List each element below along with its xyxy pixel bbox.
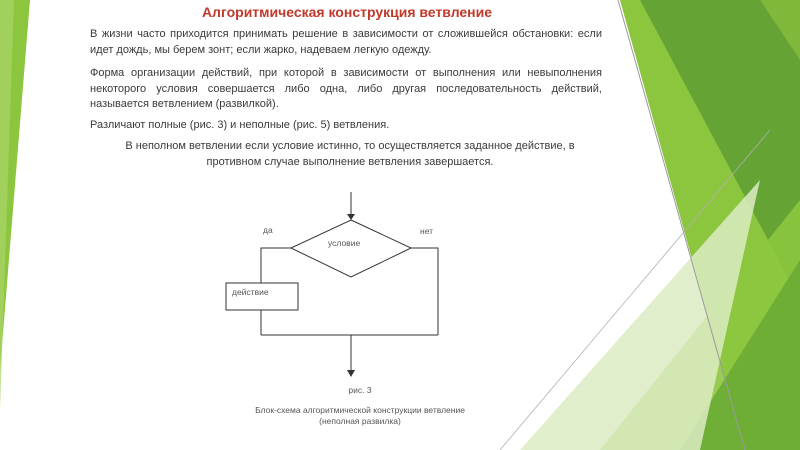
right-top-corner bbox=[760, 0, 800, 60]
flow-exit-arrow bbox=[347, 370, 355, 377]
paragraph-2: Форма организации действий, при которой … bbox=[90, 67, 602, 110]
left-green-strip bbox=[0, 0, 14, 410]
condition-diamond bbox=[289, 219, 413, 278]
caption-line-1: Блок-схема алгоритмической конструкции в… bbox=[255, 405, 465, 415]
slide-title: Алгоритмическая конструкция ветвление bbox=[201, 4, 493, 20]
flow-entry-arrow bbox=[347, 214, 355, 220]
no-label: нет bbox=[420, 226, 434, 236]
paragraph-3: Различают полные (рис. 3) и неполные (ри… bbox=[90, 119, 390, 131]
paragraph-4: В неполном ветвлении если условие истинн… bbox=[125, 140, 575, 168]
yes-branch-line bbox=[260, 247, 291, 283]
right-light-green-triangle bbox=[520, 180, 760, 450]
caption-line-2: (неполная развилка) bbox=[319, 416, 401, 426]
yes-label: да bbox=[263, 225, 273, 235]
right-thin-line bbox=[499, 129, 771, 450]
figure-number: рис. 3 bbox=[348, 385, 372, 395]
condition-label: условие bbox=[328, 238, 361, 248]
paragraph-1: В жизни часто приходится принимать решен… bbox=[90, 28, 602, 56]
action-box bbox=[225, 282, 299, 311]
right-divider-line bbox=[617, 0, 746, 450]
no-branch-line bbox=[411, 247, 439, 335]
right-dark-green-triangle bbox=[640, 0, 800, 300]
action-label: действие bbox=[232, 287, 269, 297]
